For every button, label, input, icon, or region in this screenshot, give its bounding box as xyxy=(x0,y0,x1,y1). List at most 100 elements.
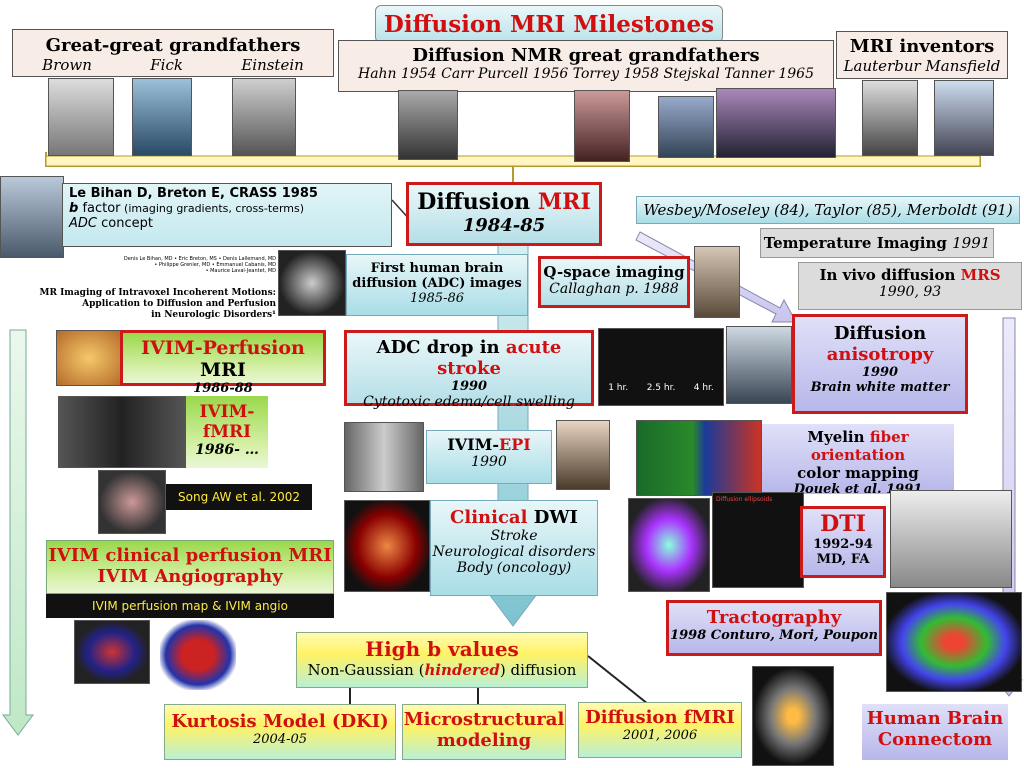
lebihan-line2: factor xyxy=(78,201,121,216)
paper-title: MR Imaging of Intravoxel Incoherent Moti… xyxy=(4,288,276,321)
paper-title-line: Application to Diffusion and Perfusion xyxy=(82,299,276,309)
first-human-l1: First human brain xyxy=(370,261,504,276)
ivim-epi-box: IVIM-EPI 1990 xyxy=(426,430,552,484)
first-human-year: 1985-86 xyxy=(409,291,465,306)
aniso-sub: Brain white matter xyxy=(810,380,950,395)
qspace-l1: Q-space imaging xyxy=(543,263,685,281)
mrs-year: 1990, 93 xyxy=(878,284,942,300)
lebihan-line3: concept xyxy=(96,216,153,231)
ivim-fmri-red: IVIM-fMRI xyxy=(199,402,255,442)
brown-photo xyxy=(48,78,114,156)
highb-a: Non-Gaussian ( xyxy=(307,661,425,679)
ellipsoid-image: Diffusion ellipsoids xyxy=(712,492,804,588)
paper-title-line: MR Imaging of Intravoxel Incoherent Moti… xyxy=(39,288,276,298)
paper-title-line: in Neurologic Disorders¹ xyxy=(151,310,276,320)
capillary-image xyxy=(56,330,122,386)
diffusion-mri-box: Diffusion MRI 1984-85 xyxy=(406,182,602,246)
mrs-red: MRS xyxy=(960,266,1001,284)
qspace-box: Q-space imaging Callaghan p. 1988 xyxy=(538,256,690,308)
lab-photo xyxy=(890,490,1012,588)
ivim-fmri-year: 1986- … xyxy=(195,442,259,458)
ivim-epi-year: 1990 xyxy=(471,454,507,470)
myelin-a: Myelin xyxy=(807,428,870,446)
mrs-label: In vivo diffusion xyxy=(819,266,961,284)
dki-year: 2004-05 xyxy=(252,732,308,747)
anisotropy-box: Diffusion anisotropy 1990 Brain white ma… xyxy=(792,314,968,414)
myelin-box: Myelin fiber orientation color mapping D… xyxy=(762,424,954,497)
ivim-fmri-box: IVIM-fMRI 1986- … xyxy=(186,396,268,468)
ivim-clin-l2: IVIM Angiography xyxy=(97,566,283,587)
lebihan-b: b xyxy=(69,201,79,216)
clinical-line: Stroke xyxy=(490,528,538,544)
song-text: Song AW et al. 2002 xyxy=(178,490,300,504)
inventors-box: MRI inventors Lauterbur Mansfield xyxy=(836,31,1008,79)
hahn-photo xyxy=(398,90,458,160)
dti-year: 1992-94 xyxy=(813,537,873,552)
adc-drop-red: acute stroke xyxy=(437,337,562,379)
ellipsoid-caption: Diffusion ellipsoids xyxy=(716,496,773,503)
paper-author-line: • Philippe Grenier, MD • Emmanuel Cabani… xyxy=(154,262,276,268)
brace-bar xyxy=(45,155,981,167)
dfmri-box: Diffusion fMRI 2001, 2006 xyxy=(578,702,742,758)
wesbey-text: Wesbey/Moseley (84), Taylor (85), Merbol… xyxy=(643,201,1013,219)
scanner-room-photo xyxy=(0,176,64,258)
first-human-l2: diffusion (ADC) images xyxy=(352,276,522,291)
stejskal-tanner-photo xyxy=(716,88,836,158)
dti-color-image xyxy=(628,498,710,592)
connectom-l2: Connectom xyxy=(877,729,993,750)
callaghan-photo xyxy=(694,246,740,318)
stroke-label: 2.5 hr. xyxy=(646,383,676,393)
fick-photo xyxy=(132,78,192,156)
adc-drop-sub: Cytotoxic edema/cell swelling xyxy=(363,394,575,410)
title-text: Diffusion MRI Milestones xyxy=(383,11,715,38)
dti-box: DTI 1992-94 MD, FA xyxy=(800,506,886,578)
micro-box: Microstructural modeling xyxy=(402,704,566,760)
tractography-image xyxy=(886,592,1022,692)
color-map-image xyxy=(636,420,762,496)
highb-b: ) diffusion xyxy=(499,661,577,679)
tracto-red: Tractography xyxy=(706,607,842,628)
clinical-box: Clinical DWI Stroke Neurological disorde… xyxy=(430,500,598,596)
temperature-label: Temperature Imaging xyxy=(763,234,953,252)
lebihan-line1: Le Bihan D, Breton E, CRASS 1985 xyxy=(69,186,318,201)
clinical-rest: DWI xyxy=(527,507,578,528)
highb-link-right xyxy=(587,655,649,705)
dfmri-red: Diffusion fMRI xyxy=(585,707,735,728)
dfmri-year: 2001, 2006 xyxy=(622,728,698,743)
moseley-photo xyxy=(726,326,792,404)
micro-l1: Microstructural xyxy=(403,709,565,730)
ggf-name-brown: Brown xyxy=(42,56,92,74)
ivim-clinical-caption: IVIM perfusion map & IVIM angio xyxy=(46,594,334,618)
dki-box: Kurtosis Model (DKI) 2004-05 xyxy=(164,704,396,760)
ivim-epi-a: IVIM- xyxy=(447,435,499,454)
ivim-clin-l1: IVIM clinical perfusion MRI xyxy=(48,545,332,566)
temperature-box: Temperature Imaging 1991 xyxy=(760,228,994,258)
myelin-red: fiber orientation xyxy=(810,428,909,464)
dti-sub: MD, FA xyxy=(816,552,870,567)
tracto-sub: 1998 Conturo, Mori, Poupon xyxy=(670,628,878,643)
adc-drop-a: ADC drop in xyxy=(376,337,506,358)
wesbey-box: Wesbey/Moseley (84), Taylor (85), Merbol… xyxy=(636,196,1020,224)
highb-em: hindered xyxy=(424,661,500,679)
inventors-names: Lauterbur Mansfield xyxy=(843,57,1001,75)
connectom-l1: Human Brain xyxy=(866,708,1004,729)
tractography-box: Tractography 1998 Conturo, Mori, Poupon xyxy=(666,600,882,656)
ivim-fmri-images xyxy=(58,396,186,468)
micro-l2: modeling xyxy=(436,730,532,751)
first-human-box: First human brain diffusion (ADC) images… xyxy=(346,254,528,316)
ivim-perf-red: IVIM-Perfusion xyxy=(141,337,305,359)
gf-box: Diffusion NMR great grandfathers Hahn 19… xyxy=(338,40,834,92)
myelin-l2: color mapping xyxy=(797,464,919,482)
ivim-clinical-box: IVIM clinical perfusion MRI IVIM Angiogr… xyxy=(46,540,334,594)
paper-author-line: • Maurice Laval-Jeantet, MD xyxy=(205,268,276,274)
dwi-3d-image xyxy=(344,500,430,592)
ivim-perfusion-map xyxy=(74,620,150,684)
dmri-red: MRI xyxy=(537,189,591,215)
dfmri-brain-image xyxy=(752,666,834,766)
clinical-line: Body (oncology) xyxy=(456,560,572,576)
ggf-name-fick: Fick xyxy=(150,56,183,74)
gradient-coil-photo xyxy=(344,422,424,492)
gf-names: Hahn 1954 Carr Purcell 1956 Torrey 1958 … xyxy=(357,66,814,82)
aniso-year: 1990 xyxy=(861,365,899,380)
adc-drop-box: ADC drop in acute stroke 1990 Cytotoxic … xyxy=(344,330,594,410)
